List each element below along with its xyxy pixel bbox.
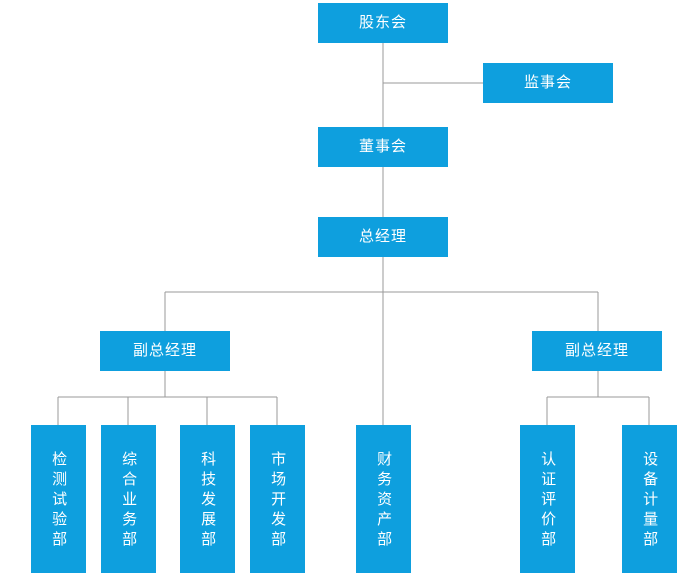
node-label: 总经理: [358, 227, 407, 246]
node-deputy-gm-right[interactable]: 副总经理: [532, 331, 662, 371]
node-label: 副总经理: [132, 341, 197, 360]
node-label: 财务资产部: [375, 451, 394, 551]
node-label: 市场开发部: [269, 451, 288, 551]
node-dept-finance-assets[interactable]: 财务资产部: [356, 425, 411, 573]
node-deputy-gm-left[interactable]: 副总经理: [100, 331, 230, 371]
node-dept-tech-development[interactable]: 科技发展部: [180, 425, 235, 573]
node-general-manager[interactable]: 总经理: [318, 217, 448, 257]
node-supervisors[interactable]: 监事会: [483, 63, 613, 103]
node-label: 综合业务部: [120, 451, 139, 551]
node-dept-market-development[interactable]: 市场开发部: [250, 425, 305, 573]
node-label: 监事会: [523, 73, 572, 92]
node-label: 股东会: [358, 13, 407, 32]
node-label: 认证评价部: [539, 451, 558, 551]
node-label: 设备计量部: [641, 451, 660, 551]
node-label: 检测试验部: [50, 451, 69, 551]
node-dept-testing[interactable]: 检测试验部: [31, 425, 86, 573]
node-dept-equipment-metrology[interactable]: 设备计量部: [622, 425, 677, 573]
node-board-of-directors[interactable]: 董事会: [318, 127, 448, 167]
node-shareholders[interactable]: 股东会: [318, 3, 448, 43]
node-label: 董事会: [358, 137, 407, 156]
node-dept-certification[interactable]: 认证评价部: [520, 425, 575, 573]
node-dept-general-business[interactable]: 综合业务部: [101, 425, 156, 573]
node-label: 科技发展部: [199, 451, 218, 551]
node-label: 副总经理: [564, 341, 629, 360]
